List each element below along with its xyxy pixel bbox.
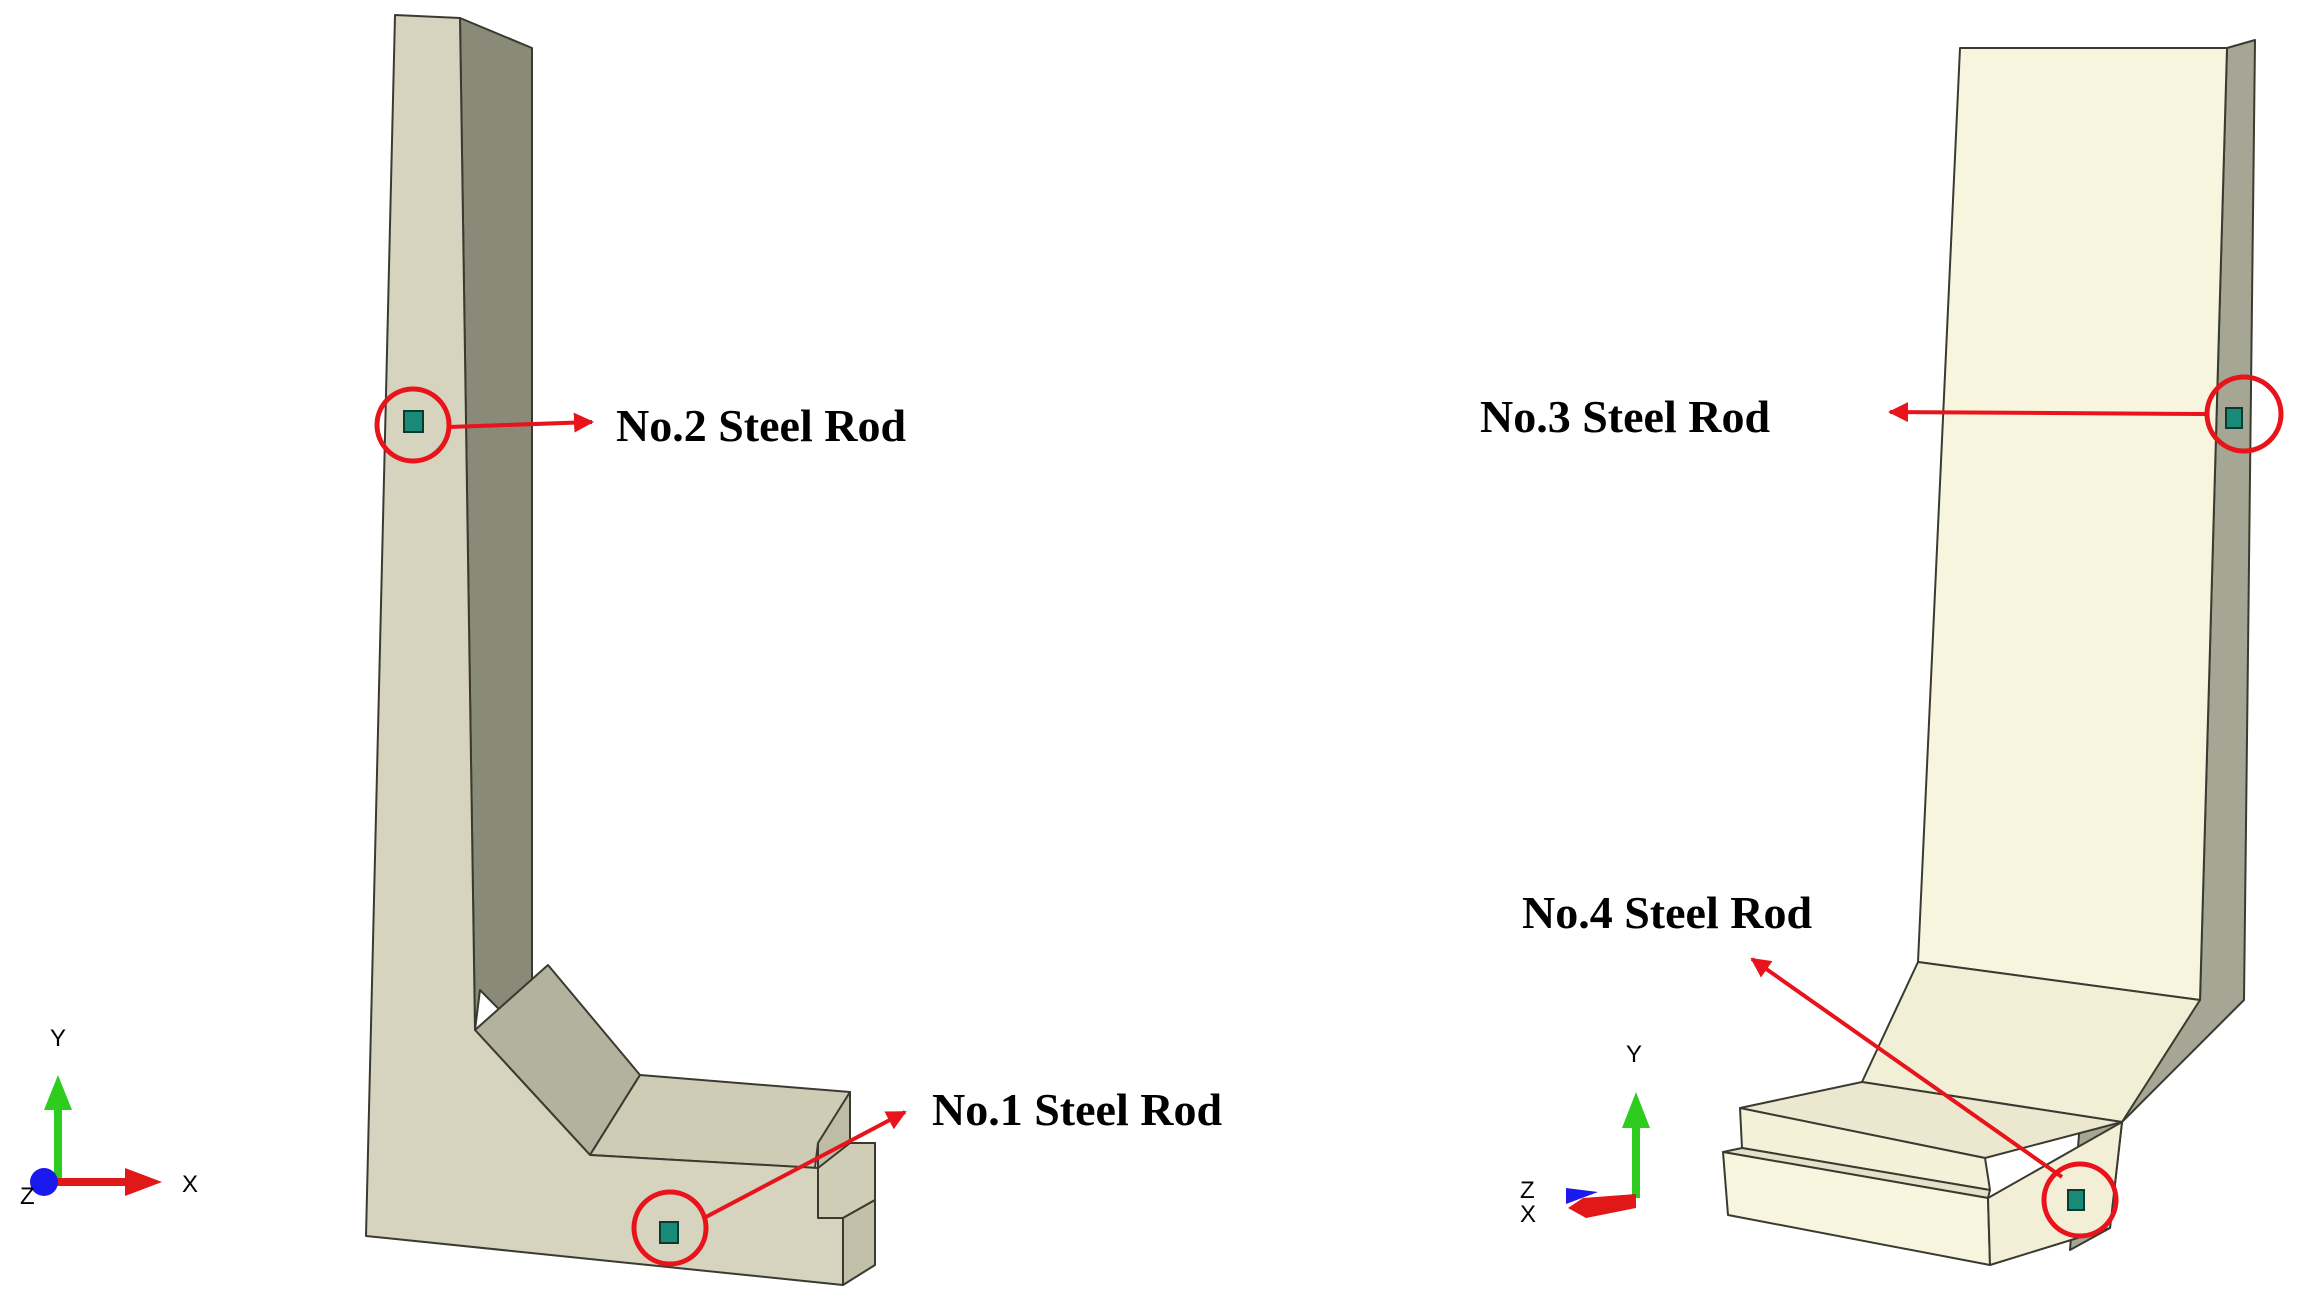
left-triad-x-arrowhead [125,1168,162,1196]
right-triad-y-arrowhead [1622,1092,1650,1128]
rod-no1-label: No.1 Steel Rod [932,1084,1222,1135]
rod-no1-marker [659,1221,679,1244]
right-wall-model [1722,39,2256,1266]
left-wall-stem-side-face [459,17,634,1074]
left-triad-y-arrowhead [44,1075,72,1110]
left-triad-x-label: X [182,1171,198,1198]
left-wall-model [365,14,876,1286]
left-triad-y-label: Y [50,1025,66,1052]
right-axis-triad: Y Z X [1520,1041,1650,1228]
right-wall-base-end-face [1987,1121,2123,1266]
right-triad-z-axis [1566,1188,1598,1204]
right-wall-stem-face [1917,47,2228,1001]
rod-no4-label: No.4 Steel Rod [1522,887,1812,938]
left-triad-z-label: Z [20,1183,35,1210]
rod-no3-highlight-circle [2204,374,2284,454]
rod-no3-marker [2225,407,2243,429]
rod-no2-label: No.2 Steel Rod [616,400,906,451]
rod-no3-label: No.3 Steel Rod [1480,391,1770,442]
left-wall-end-face [842,1199,876,1286]
right-triad-z-label: Z [1520,1177,1535,1204]
rod-no3-arrow [1888,402,2207,423]
rod-no4-marker [2067,1189,2085,1211]
rod-no1-highlight-circle [631,1189,709,1267]
right-triad-x-axis [1568,1194,1636,1218]
left-wall-front-face [365,14,844,1286]
rod-no4-arrow [1750,957,2064,1179]
right-triad-y-label: Y [1626,1041,1642,1068]
left-triad-z-axis [30,1168,58,1196]
rod-no1-arrow [703,1110,907,1220]
rod-no2-marker [403,410,424,433]
left-axis-triad: Y X Z [20,1025,198,1210]
right-triad-x-label: X [1520,1201,1536,1228]
rod-no2-arrow [448,412,594,433]
rod-no4-highlight-circle [2041,1161,2119,1239]
